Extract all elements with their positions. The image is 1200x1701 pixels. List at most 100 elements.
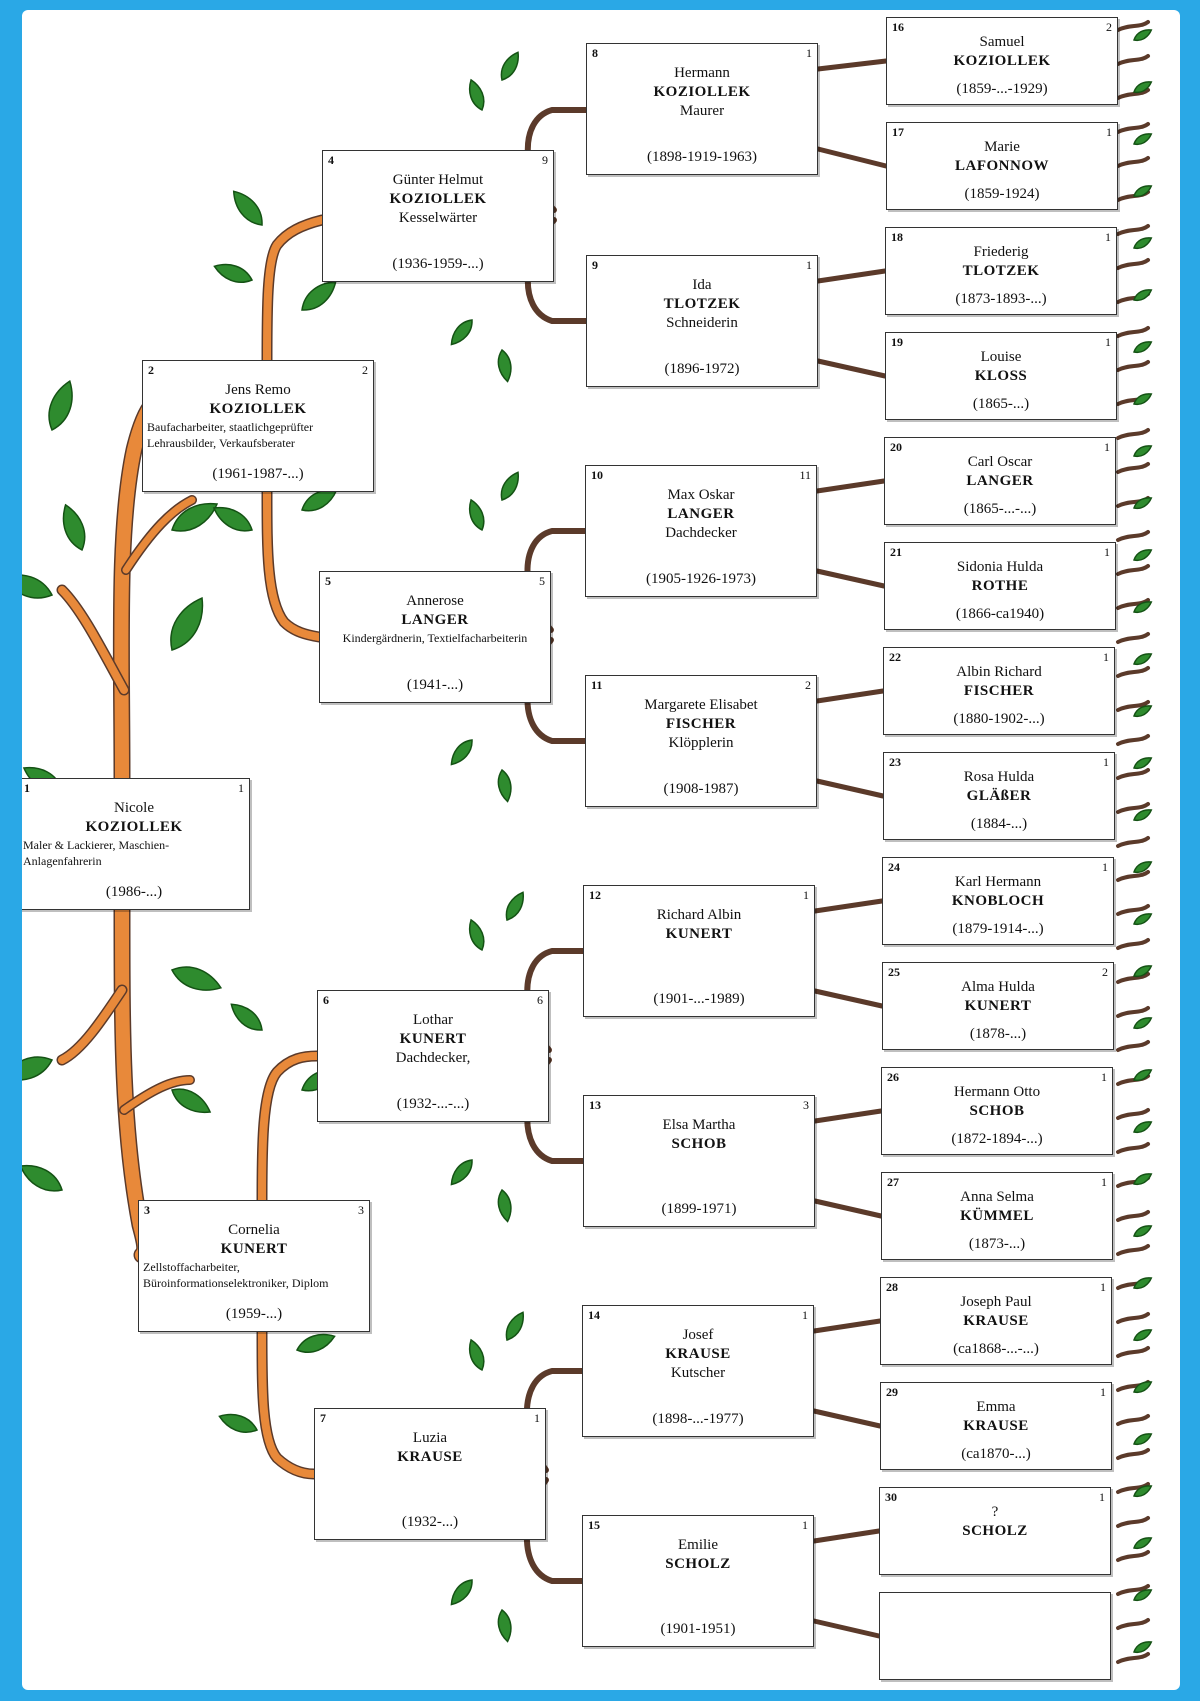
person-card-9[interactable]: 9 1 Ida TLOTZEK Schneiderin (1896-1972) — [586, 255, 818, 387]
given-name: Günter Helmut — [392, 172, 484, 188]
leaf — [497, 1608, 512, 1643]
surname: KRAUSE — [963, 1313, 1029, 1329]
leaf — [1133, 1225, 1153, 1238]
twig — [1116, 1584, 1150, 1596]
life-dates: (1932-...-...) — [396, 1096, 470, 1112]
person-card-29[interactable]: 29 1 Emma KRAUSE (ca1870-...) — [880, 1382, 1112, 1470]
ahnen-number: 9 — [592, 258, 598, 272]
person-card-20[interactable]: 20 1 Carl Oscar LANGER (1865-...-...) — [884, 437, 1116, 525]
sibling-count: 1 — [238, 781, 244, 795]
life-dates: (1961-1987-...) — [212, 466, 304, 482]
person-card-13[interactable]: 13 3 Elsa Martha SCHOB (1899-1971) — [583, 1095, 815, 1227]
person-card-27[interactable]: 27 1 Anna Selma KÜMMEL (1873-...) — [881, 1172, 1113, 1260]
ahnen-number: 14 — [588, 1308, 600, 1322]
twig — [1116, 122, 1150, 134]
occupation: Kesselwärter — [398, 210, 478, 226]
sibling-count: 1 — [534, 1411, 540, 1425]
leaf — [468, 1338, 485, 1372]
ahnen-number: 29 — [886, 1385, 898, 1399]
person-card-24[interactable]: 24 1 Karl Hermann KNOBLOCH (1879-1914-..… — [882, 857, 1114, 945]
given-name: Max Oskar — [667, 487, 735, 503]
twig — [811, 1408, 883, 1429]
leaf — [1133, 237, 1153, 250]
person-card-7[interactable]: 7 1 Luzia KRAUSE (1932-...) — [314, 1408, 546, 1540]
life-dates: (1859-1924) — [964, 186, 1040, 202]
life-dates: (1901-1951) — [660, 1621, 736, 1637]
given-name: Anna Selma — [960, 1189, 1034, 1205]
given-name: Alma Hulda — [961, 979, 1035, 995]
surname: KRAUSE — [665, 1346, 731, 1362]
person-card-1[interactable]: 1 1 Nicole KOZIOLLEK Maler & Lackierer, … — [22, 778, 250, 910]
surname: KOZIOLLEK — [85, 819, 183, 835]
sibling-count: 1 — [806, 46, 812, 60]
ahnen-number: 16 — [892, 20, 904, 34]
ahnen-number: 28 — [886, 1280, 898, 1294]
person-card-14[interactable]: 14 1 Josef KRAUSE Kutscher (1898-...-197… — [582, 1305, 814, 1437]
leaf — [1133, 861, 1153, 874]
person-card-11[interactable]: 11 2 Margarete Elisabet FISCHER Klöppler… — [585, 675, 817, 807]
person-card-26[interactable]: 26 1 Hermann Otto SCHOB (1872-1894-...) — [881, 1067, 1113, 1155]
surname: KUNERT — [220, 1241, 288, 1257]
leaf — [1133, 965, 1153, 978]
sibling-count: 2 — [1106, 20, 1112, 34]
given-name: Josef — [682, 1327, 714, 1343]
leaf — [22, 1164, 63, 1192]
given-name: Emma — [976, 1399, 1016, 1415]
ahnen-number: 4 — [328, 153, 334, 167]
leaf — [1133, 1017, 1153, 1030]
surname: KOZIOLLEK — [209, 401, 307, 417]
person-card-21[interactable]: 21 1 Sidonia Hulda ROTHE (1866-ca1940) — [884, 542, 1116, 630]
leaf — [295, 1333, 336, 1354]
sibling-count: 9 — [542, 153, 548, 167]
person-card-8[interactable]: 8 1 Hermann KOZIOLLEK Maurer (1898-1919-… — [586, 43, 818, 175]
person-card-10[interactable]: 10 11 Max Oskar LANGER Dachdecker (1905-… — [585, 465, 817, 597]
person-card-19[interactable]: 19 1 Louise KLOSS (1865-...) — [885, 332, 1117, 420]
person-card-31[interactable] — [879, 1592, 1111, 1680]
sibling-count: 1 — [1104, 545, 1110, 559]
twig — [1116, 598, 1150, 610]
leaf — [22, 1056, 54, 1081]
leaf — [1133, 757, 1153, 770]
person-card-17[interactable]: 17 1 Marie LAFONNOW (1859-1924) — [886, 122, 1118, 210]
person-card-18[interactable]: 18 1 Friederig TLOTZEK (1873-1893-...) — [885, 227, 1117, 315]
life-dates: (1899-1971) — [661, 1201, 737, 1217]
leaf — [1133, 1329, 1153, 1342]
person-card-5[interactable]: 5 5 Annerose LANGER Kindergärdnerin, Tex… — [319, 571, 551, 703]
person-card-28[interactable]: 28 1 Joseph Paul KRAUSE (ca1868-...-...) — [880, 1277, 1112, 1365]
leaf — [230, 1003, 263, 1031]
person-card-12[interactable]: 12 1 Richard Albin KUNERT (1901-...-1989… — [583, 885, 815, 1017]
occupation: Kutscher — [670, 1365, 726, 1381]
person-card-25[interactable]: 25 2 Alma Hulda KUNERT (1878-...) — [882, 962, 1114, 1050]
twig — [815, 146, 889, 169]
leaf — [1133, 1069, 1153, 1082]
ahnen-number: 19 — [891, 335, 903, 349]
ahnen-number: 21 — [890, 545, 902, 559]
person-card-6[interactable]: 6 6 Lothar KUNERT Dachdecker, (1932-...-… — [317, 990, 549, 1122]
sibling-count: 1 — [1103, 755, 1109, 769]
twig — [1116, 1006, 1150, 1018]
leaf — [213, 263, 254, 284]
occupation: Maurer — [679, 103, 725, 119]
twig — [1116, 938, 1150, 950]
surname: FISCHER — [963, 683, 1035, 699]
person-card-16[interactable]: 16 2 Samuel KOZIOLLEK (1859-...-1929) — [886, 17, 1118, 105]
life-dates: (1879-1914-...) — [952, 921, 1044, 937]
twig — [811, 1528, 882, 1544]
branch — [120, 1076, 194, 1114]
leaf — [505, 1311, 524, 1341]
given-name: Carl Oscar — [967, 454, 1033, 470]
leaf — [1133, 653, 1153, 666]
twig — [812, 988, 885, 1009]
ahnen-number: 30 — [885, 1490, 897, 1504]
person-card-3[interactable]: 3 3 Cornelia KUNERT Zellstoffacharbeiter… — [138, 1200, 370, 1332]
person-card-15[interactable]: 15 1 Emilie SCHOLZ (1901-1951) — [582, 1515, 814, 1647]
surname: KOZIOLLEK — [389, 191, 487, 207]
surname: KÜMMEL — [960, 1208, 1034, 1224]
person-card-2[interactable]: 2 2 Jens Remo KOZIOLLEK Baufacharbeiter,… — [142, 360, 374, 492]
person-card-4[interactable]: 4 9 Günter Helmut KOZIOLLEK Kesselwärter… — [322, 150, 554, 282]
twig — [1116, 870, 1150, 882]
person-card-22[interactable]: 22 1 Albin Richard FISCHER (1880-1902-..… — [883, 647, 1115, 735]
person-card-23[interactable]: 23 1 Rosa Hulda GLÄßER (1884-...) — [883, 752, 1115, 840]
person-card-30[interactable]: 30 1 ? SCHOLZ — [879, 1487, 1111, 1575]
given-name: Hermann Otto — [953, 1084, 1041, 1100]
